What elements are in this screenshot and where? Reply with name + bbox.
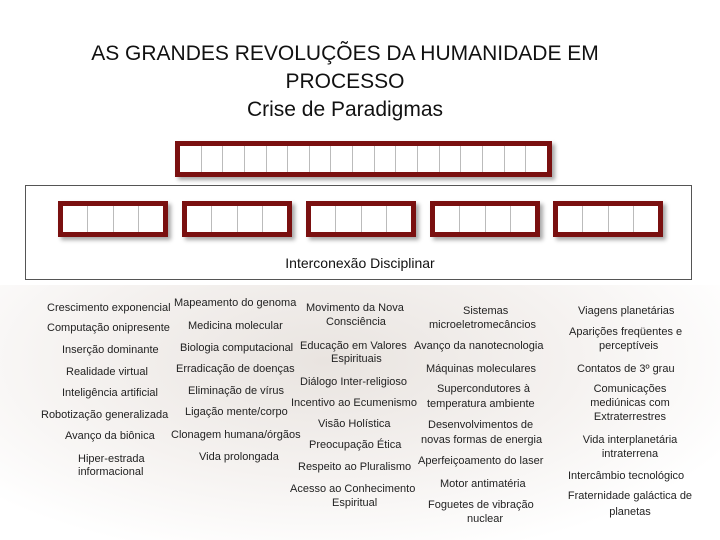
term: Hiper-estrada (78, 453, 145, 465)
term: Aparições freqüentes e (569, 326, 683, 338)
term: Biologia computacional (180, 342, 294, 354)
term: Realidade virtual (66, 366, 148, 378)
term: informacional (78, 466, 144, 478)
category-box-1 (58, 201, 168, 237)
term: mediúnicas com (590, 397, 670, 409)
term: Sistemas (463, 305, 509, 317)
title-line-1: AS GRANDES REVOLUÇÕES DA HUMANIDADE EM (91, 42, 599, 65)
term: Visão Holística (318, 418, 391, 430)
term: perceptíveis (599, 340, 659, 352)
term: Fraternidade galáctica de (567, 490, 693, 502)
term: Espirituais (331, 353, 382, 365)
term: Desenvolvimentos de (428, 419, 534, 431)
category-box-2 (182, 201, 292, 237)
term: Crescimento exponencial (47, 302, 171, 314)
term: Clonagem humana/órgãos (171, 429, 301, 441)
term: Máquinas moleculares (426, 363, 537, 375)
background-gradient (0, 285, 720, 540)
term: Intercâmbio tecnológico (568, 470, 685, 482)
term: Incentivo ao Ecumenismo (291, 397, 417, 409)
term: Consciência (326, 316, 386, 328)
top-bar (175, 141, 552, 177)
term: Motor antimatéria (440, 478, 526, 490)
term: Inserção dominante (62, 344, 159, 356)
term: temperatura ambiente (427, 398, 535, 410)
term: Comunicações (593, 383, 667, 395)
term: Preocupação Ética (309, 439, 402, 451)
term: Viagens planetárias (578, 305, 675, 317)
term: Inteligência artificial (62, 387, 158, 399)
category-box-5 (553, 201, 663, 237)
term: Ligação mente/corpo (185, 406, 288, 418)
term: nuclear (467, 513, 504, 525)
term: Diálogo Inter-religioso (300, 376, 407, 388)
term: novas formas de energia (421, 434, 543, 446)
term: Extraterrestres (593, 411, 667, 423)
term: Movimento da Nova (306, 302, 404, 314)
center-label: Interconexão Disciplinar (285, 255, 435, 271)
term: Computação onipresente (47, 322, 170, 334)
term: Acesso ao Conhecimento (290, 483, 416, 495)
term: Educação em Valores (300, 340, 407, 352)
term: Respeito ao Pluralismo (298, 461, 412, 473)
term: Vida interplanetária (582, 434, 678, 446)
title-line-2: PROCESSO (285, 70, 405, 93)
term: Medicina molecular (188, 320, 283, 332)
term: Eliminação de vírus (188, 385, 284, 397)
term: Espiritual (332, 497, 378, 509)
term: microeletromecâncios (429, 319, 536, 331)
term: planetas (609, 506, 651, 518)
term: Aperfeiçoamento do laser (418, 455, 544, 467)
title-line-3: Crise de Paradigmas (246, 98, 444, 121)
term: Erradicação de doenças (176, 363, 295, 375)
term: Supercondutores à (437, 383, 530, 395)
term: intraterrena (601, 448, 659, 460)
term: Vida prolongada (199, 451, 279, 463)
term: Avanço da nanotecnologia (414, 340, 544, 352)
category-box-3 (306, 201, 416, 237)
term: Contatos de 3º grau (577, 363, 675, 375)
term: Foguetes de vibração (428, 499, 534, 511)
term: Mapeamento do genoma (174, 297, 297, 309)
term: Robotização generalizada (41, 409, 169, 421)
category-box-4 (430, 201, 540, 237)
term: Avanço da biônica (65, 430, 155, 442)
